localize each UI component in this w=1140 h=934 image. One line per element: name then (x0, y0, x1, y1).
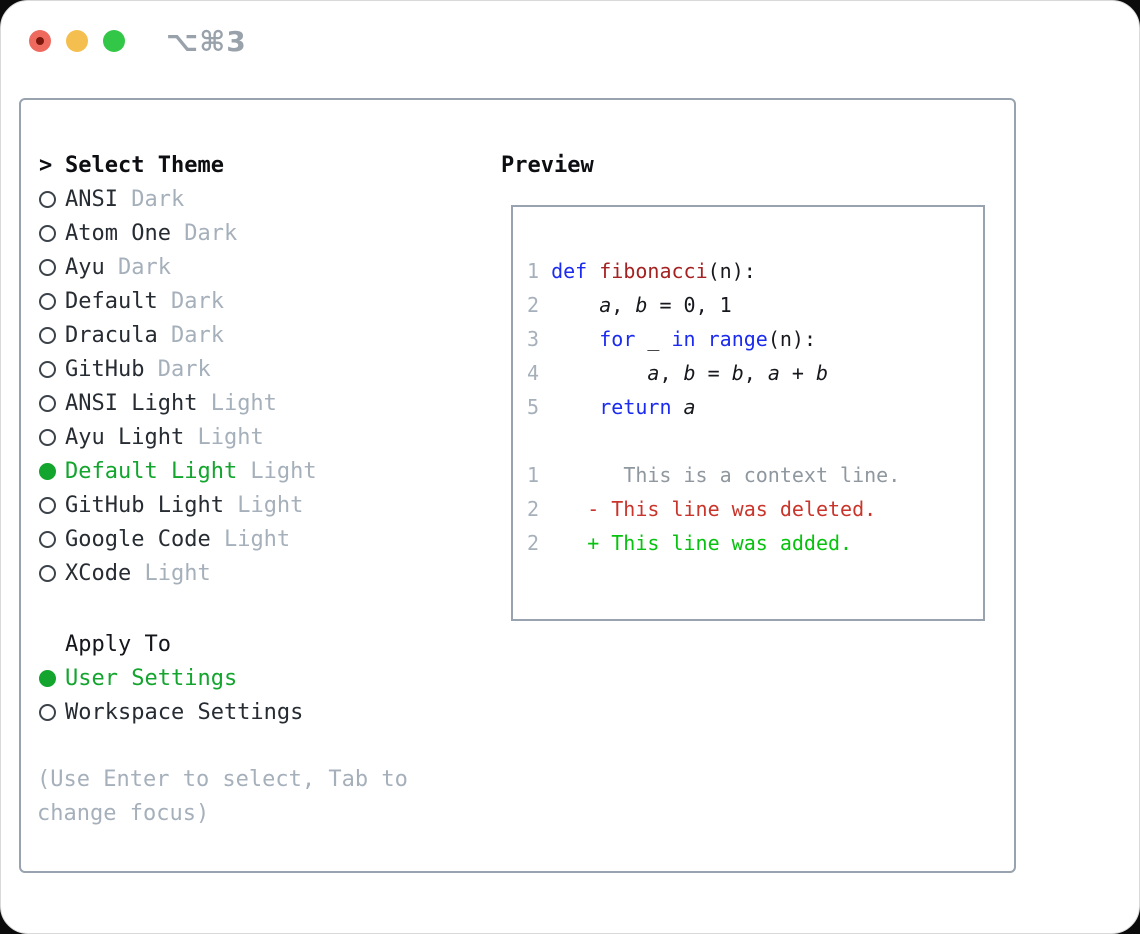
diff-line: 2 - This line was deleted. (527, 492, 983, 526)
radio-unselected-icon (37, 190, 65, 208)
option-variant-label: Dark (157, 322, 224, 348)
radio-unselected-icon (37, 292, 65, 310)
radio-unselected-icon (37, 224, 65, 242)
radio-unselected-icon (37, 703, 65, 721)
line-number: 2 (527, 293, 540, 317)
line-number: 4 (527, 361, 540, 385)
option-variant-label: Dark (157, 288, 224, 314)
apply-to-header: Apply To (37, 627, 303, 661)
option-label: ANSI (65, 186, 118, 212)
theme-option-ansi-light[interactable]: ANSI Light Light (37, 386, 317, 420)
theme-option-ayu-light[interactable]: Ayu Light Light (37, 420, 317, 454)
diff-line: 2 + This line was added. (527, 526, 983, 560)
radio-selected-icon (37, 669, 65, 687)
apply-to-title: Apply To (65, 631, 171, 657)
code-line: 2 a, b = 0, 1 (527, 288, 983, 322)
theme-option-atom-one[interactable]: Atom One Dark (37, 216, 317, 250)
option-label: Google Code (65, 526, 211, 552)
diff-line: 1 This is a context line. (527, 458, 983, 492)
preview-header: Preview (501, 148, 594, 182)
theme-option-default-light[interactable]: Default Light Light (37, 454, 317, 488)
option-variant-label: Light (223, 492, 304, 518)
apply-option-workspace-settings[interactable]: Workspace Settings (37, 695, 303, 729)
option-label: Ayu Light (65, 424, 185, 450)
option-label: Workspace Settings (65, 699, 304, 725)
theme-option-ayu[interactable]: Ayu Dark (37, 250, 317, 284)
theme-option-google-code[interactable]: Google Code Light (37, 522, 317, 556)
preview-title: Preview (501, 152, 594, 178)
line-number: 1 (527, 259, 540, 283)
radio-unselected-icon (37, 496, 65, 514)
help-text: (Use Enter to select, Tab to change focu… (37, 767, 408, 826)
minimize-button[interactable] (66, 30, 88, 52)
radio-selected-icon (37, 462, 65, 480)
line-number: 2 (527, 497, 540, 521)
radio-unselected-icon (37, 428, 65, 446)
option-variant-label: Light (197, 390, 277, 416)
code-line: 3 for _ in range(n): (527, 322, 983, 356)
theme-option-github-light[interactable]: GitHub Light Light (37, 488, 317, 522)
option-variant-label: Light (210, 526, 291, 552)
theme-option-default[interactable]: Default Dark (37, 284, 317, 318)
option-variant-label: Dark (144, 356, 211, 382)
option-label: User Settings (65, 665, 238, 691)
option-label: Atom One (65, 220, 171, 246)
theme-list-header: > Select Theme (37, 148, 317, 182)
theme-option-github[interactable]: GitHub Dark (37, 352, 317, 386)
theme-option-dracula[interactable]: Dracula Dark (37, 318, 317, 352)
option-label: XCode (65, 560, 132, 586)
option-variant-label: Dark (104, 254, 171, 280)
option-label: Ayu (65, 254, 105, 280)
code-line: 5 return a (527, 390, 983, 424)
focus-caret-icon: > (39, 152, 53, 178)
radio-unselected-icon (37, 360, 65, 378)
close-dot-icon (36, 37, 44, 45)
line-number: 5 (527, 395, 540, 419)
option-variant-label: Dark (117, 186, 185, 212)
option-label: GitHub Light (65, 492, 224, 518)
diff-sample: 1 This is a context line.2 - This line w… (527, 458, 983, 560)
option-label: Default (65, 288, 158, 314)
titlebar: ⌥⌘3 (29, 25, 247, 58)
radio-unselected-icon (37, 394, 65, 412)
zoom-button[interactable] (103, 30, 125, 52)
line-number: 2 (527, 531, 540, 555)
theme-option-ansi[interactable]: ANSI Dark (37, 182, 317, 216)
option-label: GitHub (65, 356, 145, 382)
line-number: 3 (527, 327, 540, 351)
option-variant-label: Light (184, 424, 264, 450)
option-label: Dracula (65, 322, 158, 348)
option-variant-label: Light (237, 458, 317, 484)
radio-unselected-icon (37, 258, 65, 276)
radio-unselected-icon (37, 564, 65, 582)
code-line: 4 a, b = b, a + b (527, 356, 983, 390)
option-label: Default Light (65, 458, 238, 484)
option-variant-label: Dark (170, 220, 238, 246)
option-variant-label: Light (131, 560, 211, 586)
radio-unselected-icon (37, 530, 65, 548)
close-button[interactable] (29, 30, 51, 52)
window-title: ⌥⌘3 (166, 24, 247, 58)
radio-unselected-icon (37, 326, 65, 344)
apply-option-user-settings[interactable]: User Settings (37, 661, 303, 695)
line-number: 1 (527, 463, 540, 487)
theme-option-xcode[interactable]: XCode Light (37, 556, 317, 590)
theme-list-title: Select Theme (65, 152, 224, 178)
option-label: ANSI Light (65, 390, 198, 416)
